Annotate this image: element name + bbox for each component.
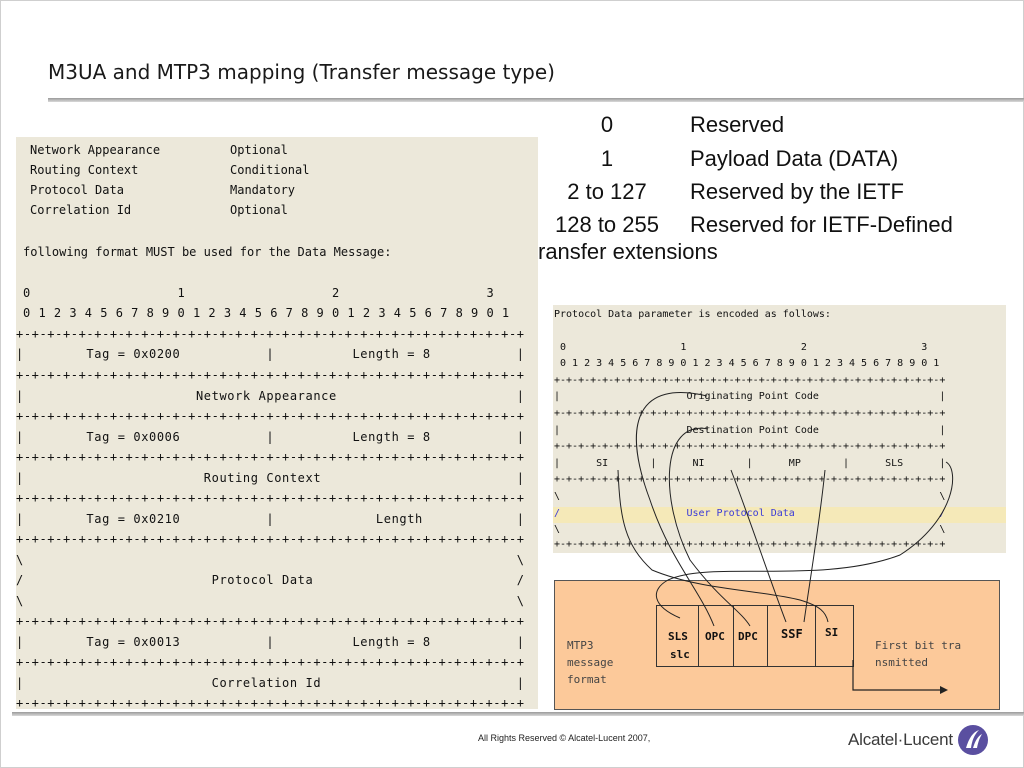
mtp3-fields: SLS slc OPC DPC SSF SI — [656, 605, 854, 667]
ssf-field: SSF — [768, 606, 816, 666]
format-row: \ \ — [16, 594, 525, 608]
param-name: Correlation Id — [30, 203, 132, 217]
param-name: Routing Context — [30, 163, 139, 177]
separator: +-+-+-+-+-+-+-+-+-+-+-+-+-+-+-+-+-+-+-+-… — [554, 474, 946, 485]
separator: +-+-+-+-+-+-+-+-+-+-+-+-+-+-+-+-+-+-+-+-… — [554, 441, 946, 452]
protocol-data-panel: Protocol Data parameter is encoded as fo… — [553, 305, 1006, 553]
format-row: | Tag = 0x0200 | Length = 8 | — [16, 347, 525, 361]
message-type-value: 2 to 127 — [567, 179, 647, 204]
separator: +-+-+-+-+-+-+-+-+-+-+-+-+-+-+-+-+-+-+-+-… — [16, 696, 525, 709]
message-type-desc: Reserved by the IETF — [690, 179, 904, 204]
separator: +-+-+-+-+-+-+-+-+-+-+-+-+-+-+-+-+-+-+-+-… — [554, 539, 946, 550]
format-row: | Tag = 0x0013 | Length = 8 | — [16, 635, 525, 649]
data-message-format-panel: Network Appearance Optional Routing Cont… — [16, 137, 538, 709]
slide-title: M3UA and MTP3 mapping (Transfer message … — [48, 60, 555, 84]
format-row: | Network Appearance | — [16, 389, 525, 403]
ssf-label: SSF — [781, 627, 803, 641]
dpc-row: | Destination Point Code | — [554, 425, 946, 436]
mtp3-label: MTP3 message format — [567, 639, 614, 686]
opc-field: OPC — [699, 606, 734, 666]
message-type-desc: Reserved for IETF-Defined — [690, 212, 953, 237]
separator: +-+-+-+-+-+-+-+-+-+-+-+-+-+-+-+-+-+-+-+-… — [16, 450, 525, 464]
format-row: | Tag = 0x0210 | Length | — [16, 512, 525, 526]
first-bit-label: First bit transmitted — [875, 639, 962, 669]
param-status: Optional — [230, 143, 288, 157]
copyright-footer: All Rights Reserved © Alcatel-Lucent 200… — [478, 733, 651, 743]
message-type-value: 1 — [600, 146, 614, 171]
message-type-desc: Reserved — [690, 112, 785, 137]
alcatel-lucent-logo: Alcatel·Lucent — [848, 724, 989, 756]
sls-field: SLS slc — [657, 606, 699, 666]
logo-text: Alcatel·Lucent — [848, 730, 953, 749]
param-name: Network Appearance — [30, 143, 161, 157]
message-type-value: 128 to 255 — [555, 212, 659, 237]
format-row: | Correlation Id | — [16, 676, 525, 690]
separator: +-+-+-+-+-+-+-+-+-+-+-+-+-+-+-+-+-+-+-+-… — [16, 491, 525, 505]
si-label: SI — [825, 626, 839, 639]
separator: +-+-+-+-+-+-+-+-+-+-+-+-+-+-+-+-+-+-+-+-… — [16, 614, 525, 628]
bit-ruler-tens: 0 1 2 3 — [23, 286, 495, 300]
format-row: \ \ — [16, 553, 525, 567]
dpc-field: DPC — [734, 606, 768, 666]
format-intro: following format MUST be used for the Da… — [23, 245, 392, 259]
separator: +-+-+-+-+-+-+-+-+-+-+-+-+-+-+-+-+-+-+-+-… — [16, 532, 525, 546]
dpc-label: DPC — [738, 630, 758, 643]
separator: +-+-+-+-+-+-+-+-+-+-+-+-+-+-+-+-+-+-+-+-… — [16, 368, 525, 382]
footer-divider — [12, 712, 1024, 716]
format-row: | Routing Context | — [16, 471, 525, 485]
bit-ruler: 0 1 2 3 4 5 6 7 8 9 0 1 2 3 4 5 6 7 8 9 … — [23, 306, 510, 320]
format-row: | Tag = 0x0006 | Length = 8 | — [16, 430, 525, 444]
sls-label: SLS — [668, 630, 688, 643]
user-data-row: \ \ — [554, 524, 946, 535]
separator: +-+-+-+-+-+-+-+-+-+-+-+-+-+-+-+-+-+-+-+-… — [16, 655, 525, 669]
opc-row: | Originating Point Code | — [554, 391, 946, 402]
param-name: Protocol Data — [30, 183, 124, 197]
si-field: SI — [816, 606, 853, 666]
protocol-data-intro: Protocol Data parameter is encoded as fo… — [554, 309, 831, 320]
param-status: Optional — [230, 203, 288, 217]
separator: +-+-+-+-+-+-+-+-+-+-+-+-+-+-+-+-+-+-+-+-… — [16, 409, 525, 423]
mtp3-format-box: MTP3 message format SLS slc OPC DPC SSF … — [554, 580, 1000, 710]
message-type-value: 0 — [600, 112, 614, 137]
separator: +-+-+-+-+-+-+-+-+-+-+-+-+-+-+-+-+-+-+-+-… — [16, 327, 525, 341]
message-type-continuation: ransfer extensions — [538, 239, 718, 264]
logo-mark-icon — [957, 725, 988, 755]
message-type-desc: Payload Data (DATA) — [690, 146, 899, 171]
user-protocol-data-row: / User Protocol Data / — [554, 508, 946, 519]
si-ni-mp-sls-row: | SI | NI | MP | SLS | — [554, 458, 946, 469]
format-row: / Protocol Data / — [16, 573, 525, 587]
separator: +-+-+-+-+-+-+-+-+-+-+-+-+-+-+-+-+-+-+-+-… — [554, 375, 946, 386]
bit-ruler: 0 1 2 3 4 5 6 7 8 9 0 1 2 3 4 5 6 7 8 9 … — [560, 358, 940, 369]
separator: +-+-+-+-+-+-+-+-+-+-+-+-+-+-+-+-+-+-+-+-… — [554, 408, 946, 419]
slc-label: slc — [670, 648, 690, 661]
bit-ruler-tens: 0 1 2 3 — [560, 342, 928, 353]
user-data-row: \ \ — [554, 491, 946, 502]
param-status: Mandatory — [230, 183, 296, 197]
param-status: Conditional — [230, 163, 310, 177]
title-divider — [48, 98, 1024, 102]
opc-label: OPC — [705, 630, 725, 643]
